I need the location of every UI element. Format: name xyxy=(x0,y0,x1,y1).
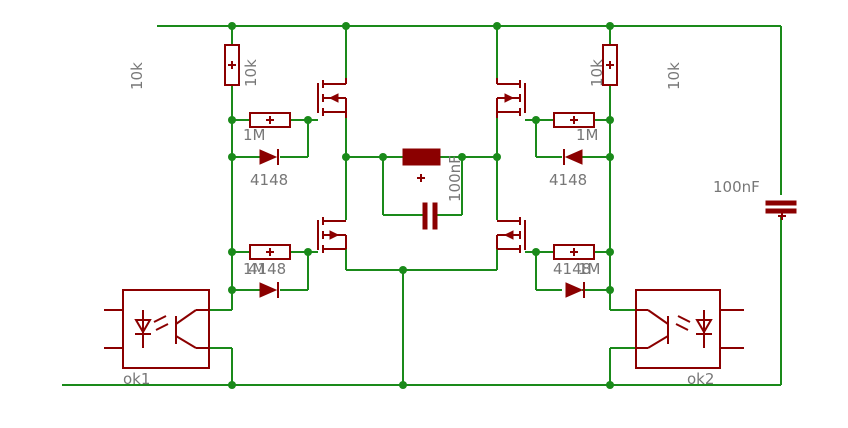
capacitor-c2-supply xyxy=(765,200,797,220)
label-r-top-right-side: 10k xyxy=(665,62,683,90)
label-c-supply: 100nF xyxy=(713,178,760,196)
junctions xyxy=(228,22,614,389)
mosfet-q2-bottom-left xyxy=(317,217,347,253)
optocoupler-ok1 xyxy=(104,289,210,369)
label-r-top-right: 10k xyxy=(588,59,606,87)
resistor-r6-gate-br xyxy=(553,244,595,260)
optocoupler-ok2 xyxy=(635,289,744,369)
resistor-r3-gate-bl xyxy=(249,244,291,260)
resistor-r5-gate-tr xyxy=(553,112,595,128)
label-r-gate-tr: 1M xyxy=(576,126,599,144)
label-d-tl: 4148 xyxy=(250,171,288,189)
diode-d3-tr xyxy=(563,149,583,165)
label-d-br: 4148 xyxy=(553,260,591,278)
diode-d4-br xyxy=(565,282,585,298)
diode-d1-tl xyxy=(259,149,279,165)
label-r-gate-bl: 1M xyxy=(243,260,266,278)
load-block-center xyxy=(402,148,441,182)
label-c-center: 100nF xyxy=(446,155,464,202)
mosfet-q4-bottom-right xyxy=(496,217,526,253)
label-d-tr: 4148 xyxy=(549,171,587,189)
resistor-r4-top-right xyxy=(602,44,618,86)
labels: 10k 10k 1M 4148 1M 4148 100nF 10k 10k 1M… xyxy=(123,59,760,388)
mosfet-q3-top-right xyxy=(496,78,526,118)
capacitor-c1-center xyxy=(422,202,438,230)
label-ok1: ok1 xyxy=(123,370,150,388)
mosfet-q1-top-left xyxy=(317,78,347,118)
label-r-top-left: 10k xyxy=(242,59,260,87)
label-ok2: ok2 xyxy=(687,370,714,388)
diode-d2-bl xyxy=(259,282,279,298)
label-r-top-left-side: 10k xyxy=(128,62,146,90)
label-r-gate-tl: 1M xyxy=(243,126,266,144)
label-d-bl: 4148 xyxy=(248,260,286,278)
resistor-r1-top-left xyxy=(224,44,240,86)
label-r-gate-br: 1M xyxy=(578,260,601,278)
resistor-r2-gate-tl xyxy=(249,112,291,128)
